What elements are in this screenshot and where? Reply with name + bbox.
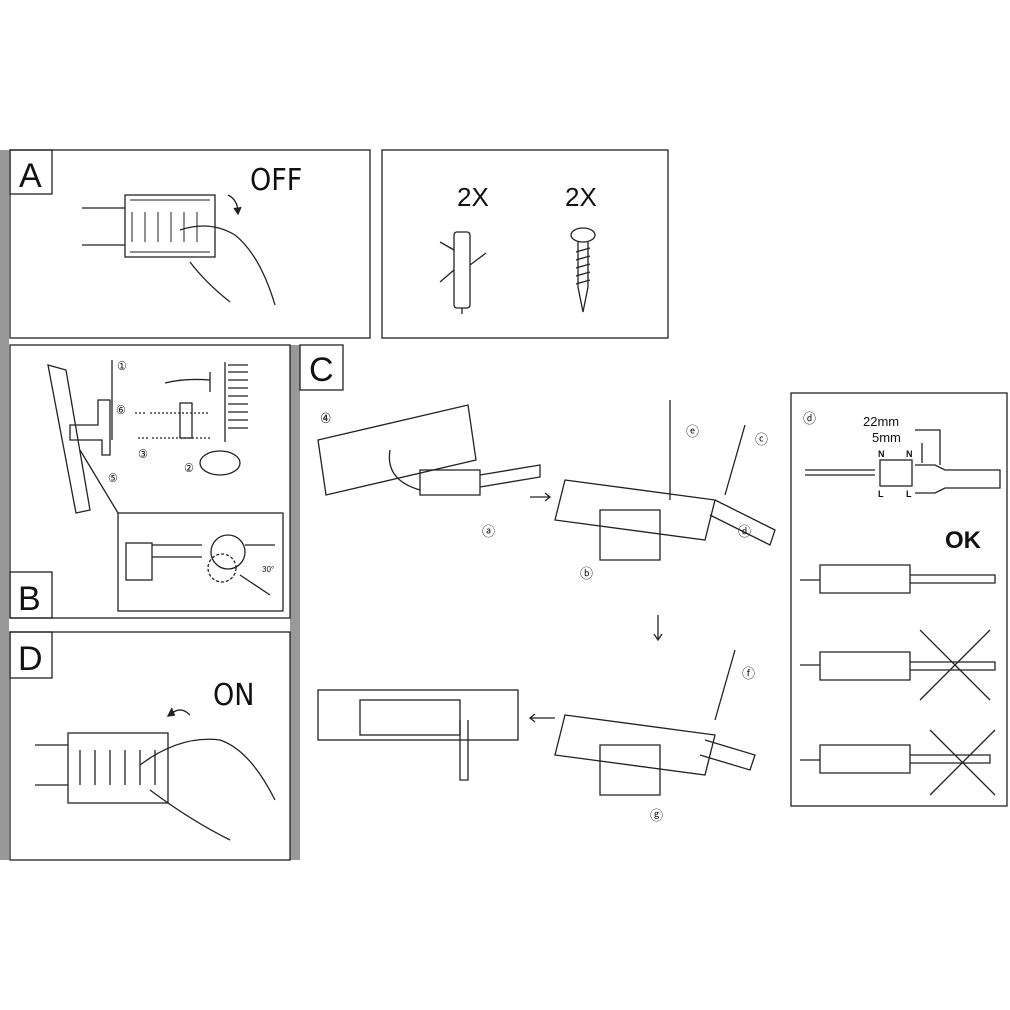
wiring-ok-example [800,564,996,594]
panel-a: A OFF [9,149,371,339]
sub-step-f: ⓕ [742,667,755,682]
terminal-l-2: L [906,489,912,499]
panel-c: C ④ ⓐ ⓔ ⓒ ⓓ ⓑ ⓕ ⓖ [299,344,776,824]
panel-d-label: D [18,640,43,678]
wiring-wrong-example-2 [800,729,996,796]
breaker-box-illustration [82,194,276,306]
angle-inset: 30° [79,449,284,612]
terminal-n-2: N [906,449,913,459]
sub-step-c: ⓒ [755,433,768,448]
anchor-quantity: 2X [457,182,489,212]
screw-quantity: 2X [565,182,597,212]
panel-parts: 2X 2X [381,149,669,339]
lamp-housing [317,404,477,496]
terminal-n-1: N [878,449,885,459]
assembled-lamp [317,689,519,781]
panel-b: B ① ② ③ ⑤ ⑥ 30° [9,344,291,619]
step-5: ⑤ [108,471,118,485]
wall-anchor-icon [439,231,487,314]
sub-step-a: ⓐ [482,525,495,540]
breaker-box-on-illustration [35,707,276,841]
panel-c-label: C [309,351,334,389]
terminal-l-1: L [878,489,884,499]
terminal-block-1 [554,400,776,561]
step-1: ① [117,359,127,373]
panel-b-label: B [18,580,41,618]
step-6: ⑥ [116,403,126,417]
wiring-wrong-example-1 [800,629,996,701]
step-4: ④ [320,411,331,427]
strip-length-label: 22mm [863,414,899,429]
sub-step-g: ⓖ [650,809,663,824]
off-caption: OFF [250,163,302,198]
mounting-bracket [69,399,111,456]
step-2: ② [184,461,194,475]
screw-icon [570,227,596,313]
angle-label: 30° [262,565,274,574]
left-margin-bar [0,150,9,860]
lamp-bar [47,364,91,514]
core-strip-label: 5mm [872,430,901,445]
sub-step-e: ⓔ [686,425,699,440]
on-caption: ON [213,678,254,713]
ok-label: OK [945,527,982,554]
terminal-block-2 [554,649,756,796]
sub-step-d: ⓓ [738,525,751,540]
detail-d-label: ⓓ [803,412,816,427]
divider-bar [290,345,300,860]
sub-step-b: ⓑ [580,567,593,582]
step-3: ③ [138,447,148,461]
panel-d: D ON [9,631,291,861]
wire-strip-detail: ⓓ 22mm 5mm N N L L OK [790,392,1008,807]
panel-a-label: A [19,157,42,195]
